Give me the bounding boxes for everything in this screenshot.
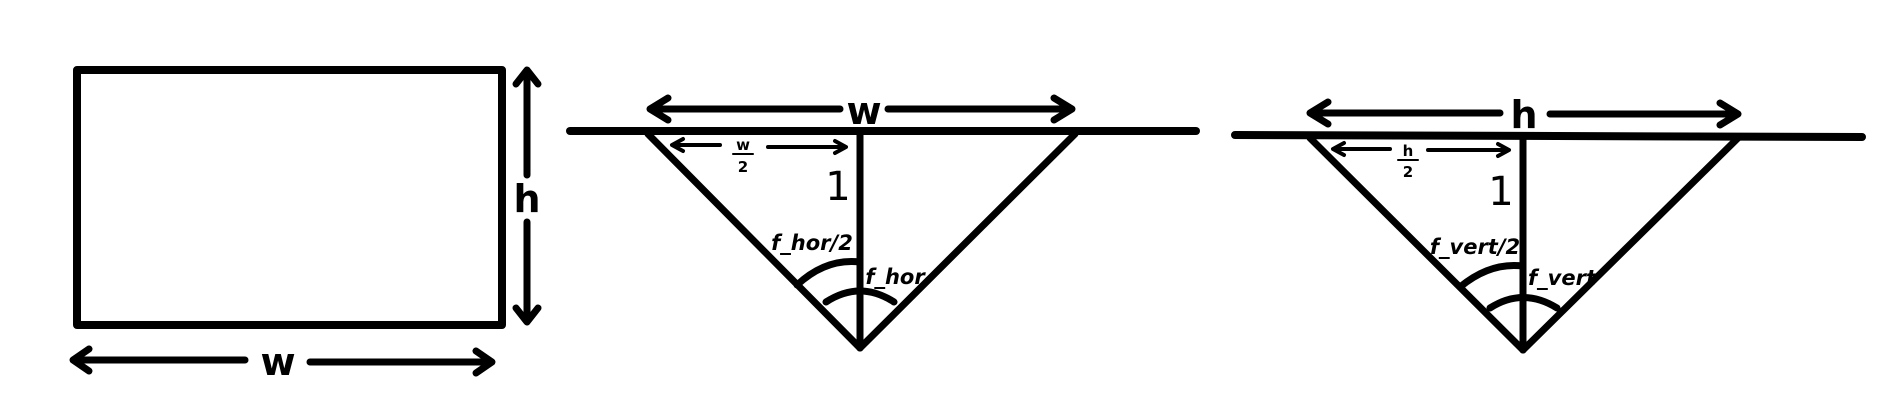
vertical-half-width-arrow [1331,141,1511,161]
width-arrow [69,345,496,377]
horizontal-angle-label: f_hor [865,265,926,289]
horizontal-half-numerator: w [736,136,750,154]
vertical-image-plane [1231,131,1866,141]
horizontal-half-angle-label: f_hor/2 [771,231,853,255]
horizontal-distance-label: 1 [825,164,850,210]
image-rectangle [73,66,506,329]
vertical-half-denominator: 2 [1403,163,1413,181]
horizontal-half-angle-arc [793,257,864,289]
height-label: h [513,177,540,221]
vertical-half-angle-label: f_vert/2 [1430,235,1520,259]
horizontal-angle-arc [822,287,898,306]
vertical-half-angle-arc [1456,261,1527,291]
height-arrow [512,66,542,326]
vertical-angle-arc [1486,294,1561,312]
vertical-width-label: h [1510,93,1537,137]
vertical-width-arrow [1306,98,1742,129]
horizontal-half-width-arrow [670,137,848,155]
vertical-distance-label: 1 [1488,169,1513,215]
horizontal-half-denominator: 2 [738,158,748,176]
vertical-angle-label: f_vert [1528,266,1597,290]
vertical-fov-panel: h h 2 1 f_vert/2 f_vert [1231,93,1866,354]
vertical-view-triangle [1306,134,1742,354]
horizontal-width-arrow [646,94,1076,124]
horizontal-view-triangle [644,130,1079,352]
horizontal-fov-panel: w w 2 1 f_hor/2 f_hor [566,89,1200,352]
rectangle-panel: h w [69,66,542,384]
vertical-half-numerator: h [1403,142,1414,160]
width-label: w [260,340,295,384]
horizontal-width-label: w [846,89,881,133]
